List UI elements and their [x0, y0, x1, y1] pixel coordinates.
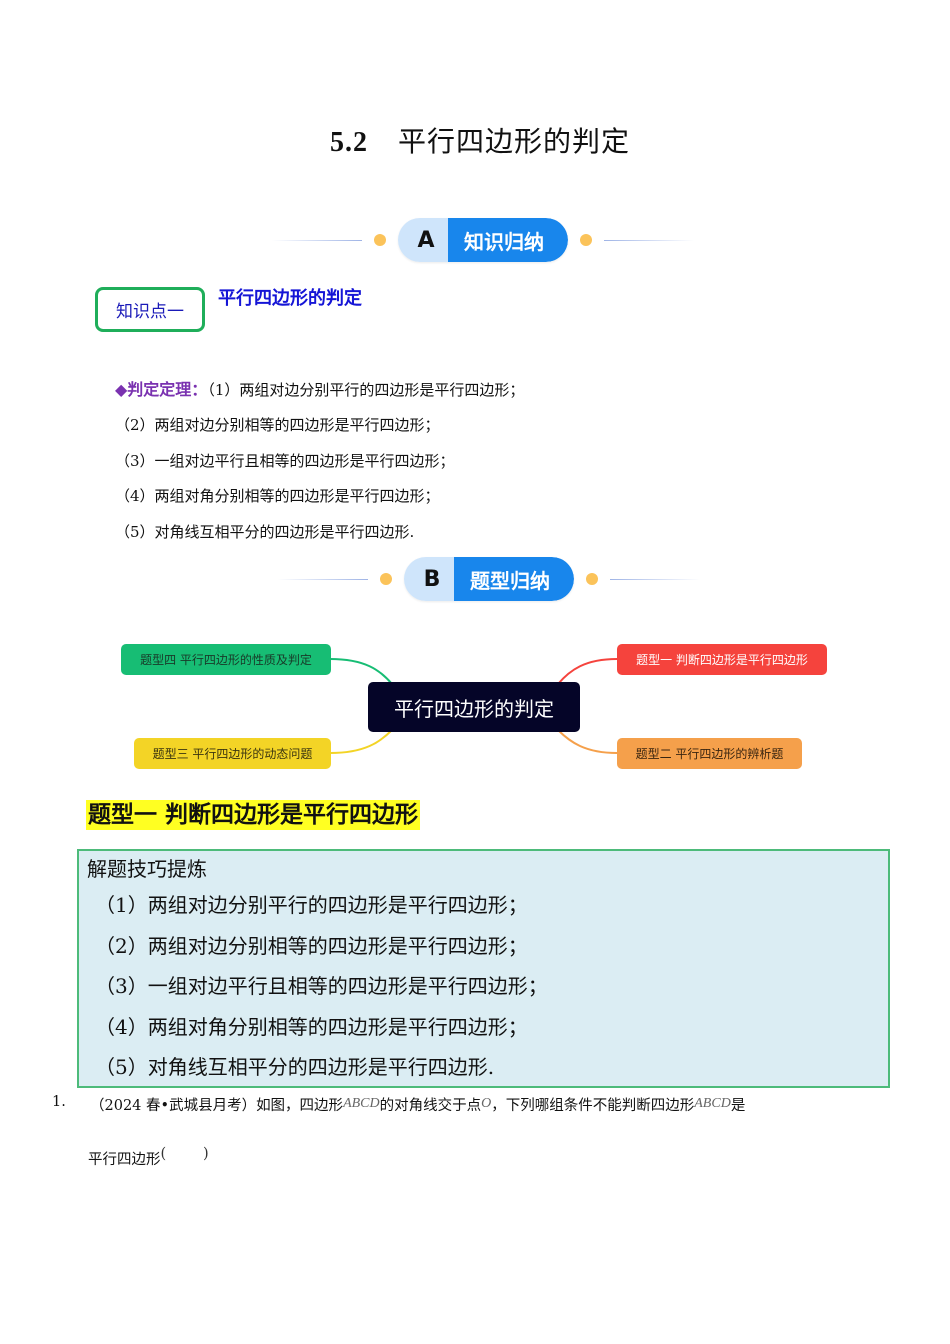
- banner-dot-left: [380, 573, 392, 585]
- question-text-part: 是: [730, 1098, 746, 1114]
- question-line-2: 平行四边形( ): [88, 1146, 209, 1169]
- mind-map-center: 平行四边形的判定: [368, 682, 580, 732]
- theorem-item: （3）一组对边平行且相等的四边形是平行四边形；: [115, 452, 455, 470]
- question-text-part: （2024 春•武城县月考）如图，四边形: [90, 1098, 344, 1114]
- section-banner-b: B 题型归纳: [278, 557, 700, 601]
- math-var: ABCD: [343, 1096, 380, 1111]
- section-title: 平行四边形的判定: [397, 125, 630, 158]
- banner-dot-left: [374, 234, 386, 246]
- math-var: O: [481, 1096, 492, 1111]
- tip-item: （1）两组对边分别平行的四边形是平行四边形；: [95, 893, 528, 917]
- math-var: ABCD: [694, 1096, 731, 1111]
- theorem-line-3: （3）一组对边平行且相等的四边形是平行四边形；: [115, 450, 455, 471]
- question-text-part: 的对角线交于点: [379, 1098, 482, 1114]
- banner-label: 题型归纳: [454, 557, 574, 601]
- banner-line-left: [278, 578, 368, 580]
- banner-pill: A 知识归纳: [398, 218, 568, 262]
- banner-line-right: [604, 239, 694, 241]
- section-banner-a: A 知识归纳: [272, 218, 694, 262]
- tip-item: （3）一组对边平行且相等的四边形是平行四边形；: [95, 974, 548, 998]
- theorem-item: （4）两组对角分别相等的四边形是平行四边形；: [115, 487, 440, 505]
- theorem-lead: ◆判定定理：: [115, 380, 208, 399]
- banner-label: 知识归纳: [448, 218, 568, 262]
- theorem-line-4: （4）两组对角分别相等的四边形是平行四边形；: [115, 485, 440, 506]
- question-text-part: ，下列哪组条件不能判断四边形: [491, 1098, 695, 1114]
- banner-dot-right: [586, 573, 598, 585]
- tips-title: 解题技巧提炼: [87, 857, 207, 881]
- banner-dot-right: [580, 234, 592, 246]
- tips-box: 解题技巧提炼 （1）两组对边分别平行的四边形是平行四边形； （2）两组对边分别相…: [77, 849, 890, 1088]
- mind-map-node-type-four: 题型四 平行四边形的性质及判定: [121, 644, 331, 675]
- mind-map-node-type-two: 题型二 平行四边形的辨析题: [617, 738, 802, 769]
- tip-item: （2）两组对边分别相等的四边形是平行四边形；: [95, 934, 528, 958]
- knowledge-point-badge: 知识点一: [95, 287, 205, 332]
- theorem-line-1: ◆判定定理：（1）两组对边分别平行的四边形是平行四边形；: [115, 376, 524, 400]
- banner-line-left: [272, 239, 362, 241]
- theorem-line-2: （2）两组对边分别相等的四边形是平行四边形；: [115, 414, 440, 435]
- section-number: 5.2: [329, 127, 368, 158]
- question-text: （2024 春•武城县月考）如图，四边形ABCD的对角线交于点O，下列哪组条件不…: [90, 1094, 745, 1115]
- theorem-item: （1）两组对边分别平行的四边形是平行四边形；: [207, 381, 525, 399]
- knowledge-point-title: 平行四边形的判定: [218, 288, 362, 309]
- banner-line-right: [610, 578, 700, 580]
- theorem-item: （2）两组对边分别相等的四边形是平行四边形；: [115, 416, 440, 434]
- question-text-part: 平行四边形: [88, 1152, 161, 1168]
- type-heading: 题型一 判断四边形是平行四边形: [86, 800, 421, 830]
- tip-item: （4）两组对角分别相等的四边形是平行四边形；: [95, 1015, 528, 1039]
- banner-pill: B 题型归纳: [404, 557, 574, 601]
- mind-map-connectors: [329, 658, 618, 754]
- page-title: 5.2 平行四边形的判定: [0, 120, 950, 160]
- banner-letter: B: [404, 557, 454, 601]
- question-number: 1.: [52, 1094, 66, 1110]
- mind-map-node-type-three: 题型三 平行四边形的动态问题: [134, 738, 331, 769]
- theorem-line-5: （5）对角线互相平分的四边形是平行四边形.: [115, 521, 414, 542]
- mind-map-node-type-one: 题型一 判断四边形是平行四边形: [617, 644, 827, 675]
- answer-blank: ( ): [160, 1146, 209, 1162]
- tip-item: （5）对角线互相平分的四边形是平行四边形.: [95, 1055, 495, 1079]
- banner-letter: A: [398, 218, 448, 262]
- theorem-item: （5）对角线互相平分的四边形是平行四边形.: [115, 523, 415, 541]
